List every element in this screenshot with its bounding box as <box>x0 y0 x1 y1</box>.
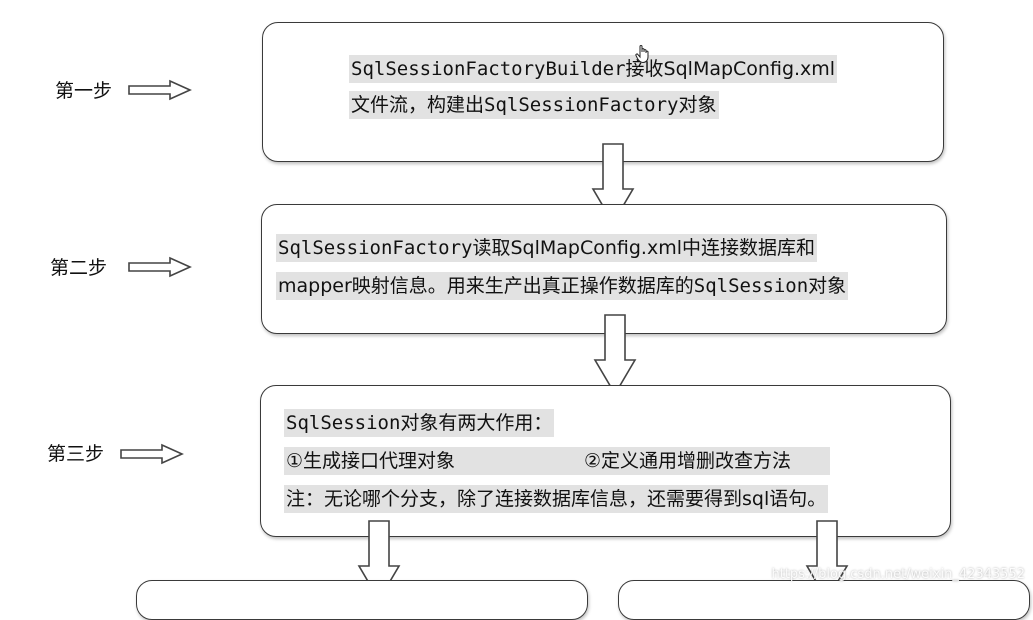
step-3-line-1: SqlSession对象有两大作用： <box>284 409 555 437</box>
step-2-line-2-class: SqlSession <box>693 275 809 297</box>
step-3-label: 第三步 <box>47 439 104 466</box>
step-3-class-name: SqlSession <box>286 412 401 434</box>
step-1-line-1-rest: 接收SqlMapConfig.xml <box>625 58 836 80</box>
step-1-line-2: 文件流，构建出SqlSessionFactory对象 <box>349 91 719 119</box>
right-arrow-icon <box>128 79 192 101</box>
step-2-box <box>261 204 947 334</box>
step-2-class-name: SqlSessionFactory <box>278 237 473 259</box>
branch-left-box <box>136 580 588 620</box>
step-2-line-1-rest: 读取SqlMapConfig.xml中连接数据库和 <box>472 237 815 259</box>
step-2-label: 第二步 <box>50 253 107 280</box>
step-3-note-text: 注：无论哪个分支，除了连接数据库信息，还需要得到sql语句。 <box>286 488 827 510</box>
watermark-text: https://blog.csdn.net/weixin_42343552 <box>771 567 1025 582</box>
step-3-line-1-rest: 对象有两大作用： <box>400 412 553 434</box>
step-1-line-2-class: SqlSessionFactory <box>484 94 679 116</box>
step-3-function-2: ②定义通用增删改查方法 <box>584 450 792 472</box>
step-1-class-name: SqlSessionFactoryBuilder <box>351 58 626 80</box>
step-3-label-text: 第三步 <box>47 443 105 465</box>
step-1-line-2-b: 对象 <box>678 94 717 116</box>
step-2-line-2: mapper映射信息。用来生产出真正操作数据库的SqlSession对象 <box>276 272 849 300</box>
step-1-line-2-a: 文件流，构建出 <box>351 94 485 116</box>
down-arrow-icon <box>593 314 637 396</box>
step-2-label-text: 第二步 <box>50 257 108 279</box>
step-3-line-2: ①生成接口代理对象 ②定义通用增删改查方法 <box>284 447 830 475</box>
right-arrow-icon <box>120 443 184 465</box>
watermark: https://blog.csdn.net/weixin_42343552 <box>771 567 1025 582</box>
step-2-line-2-b: 对象 <box>808 275 847 297</box>
step-1-line-1: SqlSessionFactoryBuilder接收SqlMapConfig.x… <box>349 55 838 83</box>
hand-cursor-icon <box>635 45 649 64</box>
step-1-label: 第一步 <box>55 76 112 103</box>
step-3-note: 注：无论哪个分支，除了连接数据库信息，还需要得到sql语句。 <box>284 485 829 513</box>
step-2-line-1: SqlSessionFactory读取SqlMapConfig.xml中连接数据… <box>276 234 817 262</box>
branch-right-box <box>618 580 1030 620</box>
right-arrow-icon <box>128 256 192 278</box>
step-1-label-text: 第一步 <box>55 80 113 102</box>
step-2-line-2-a: mapper映射信息。用来生产出真正操作数据库的 <box>278 275 694 297</box>
step-3-function-1: ①生成接口代理对象 <box>286 450 456 472</box>
